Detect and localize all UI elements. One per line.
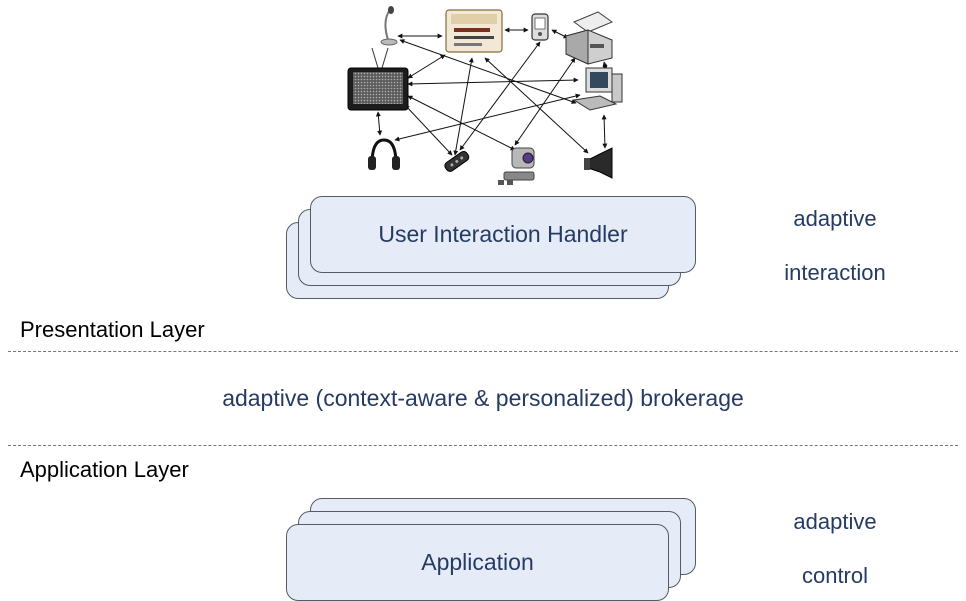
printer-icon <box>565 11 614 65</box>
handler-label: User Interaction Handler <box>378 221 628 247</box>
interaction-side-label-line2: interaction <box>784 260 886 285</box>
webcam-icon <box>498 147 535 185</box>
loudspeaker-icon <box>584 147 613 179</box>
control-side-label-line1: adaptive <box>793 509 877 534</box>
television-icon <box>347 47 409 111</box>
connection-arrow <box>404 104 453 156</box>
connection-arrow <box>514 57 576 146</box>
device-connections <box>375 27 608 156</box>
device-network <box>347 6 623 185</box>
connection-arrow <box>551 29 569 39</box>
application-box-front <box>286 524 669 601</box>
handler-box-front <box>310 196 696 273</box>
application-layer-divider <box>8 445 958 446</box>
application-label: Application <box>421 549 534 575</box>
connection-arrow <box>453 57 474 156</box>
brokerage-label: adaptive (context-aware & personalized) … <box>222 385 744 411</box>
connection-arrow <box>394 93 581 142</box>
presentation-layer-divider <box>8 351 958 352</box>
desktop-computer-icon <box>572 67 623 111</box>
application-layer-label: Application Layer <box>20 457 189 482</box>
media-player-icon <box>445 9 503 53</box>
headphones-icon <box>368 138 400 170</box>
control-side-label-line2: control <box>801 563 869 588</box>
connection-arrow <box>407 54 446 79</box>
mobile-phone-icon <box>531 13 549 41</box>
connection-arrow <box>601 114 608 149</box>
connection-arrow <box>407 95 516 151</box>
presentation-layer-label: Presentation Layer <box>20 317 205 342</box>
connection-arrow <box>407 77 579 87</box>
microphone-icon <box>380 6 398 46</box>
interaction-side-label-line1: adaptive <box>793 206 877 231</box>
remote-control-icon <box>444 150 470 172</box>
connection-arrow <box>375 111 383 136</box>
